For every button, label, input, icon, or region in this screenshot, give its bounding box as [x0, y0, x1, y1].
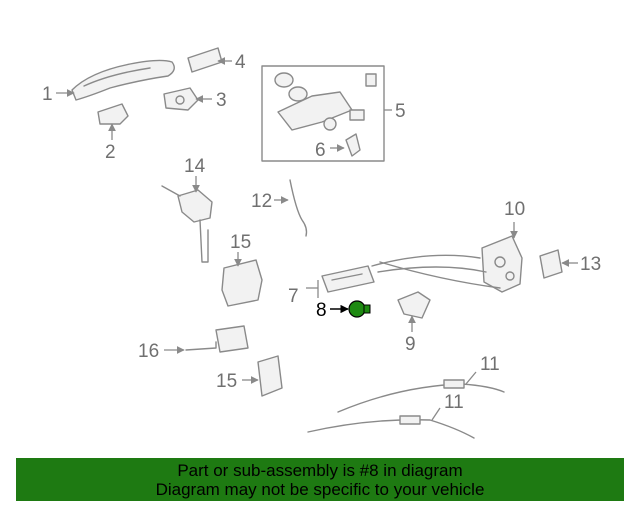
bracket-16: [257, 355, 283, 397]
callout-15: 15: [230, 232, 251, 253]
callout-5: 5: [395, 101, 406, 122]
callout-16: 15: [216, 371, 237, 392]
door-latch-10: [481, 235, 523, 293]
inside-handle-7: [321, 265, 375, 293]
callout-1: 1: [42, 84, 53, 105]
latch-cables: [371, 254, 501, 289]
callout-2: 2: [105, 142, 116, 163]
door-lock-assembly-14: [161, 185, 213, 263]
rod-12: [289, 179, 308, 237]
bracket-15: [221, 259, 263, 307]
callout-8: 8: [316, 300, 327, 321]
handle-bezel: [163, 87, 199, 111]
callout-11a: 11: [480, 354, 500, 375]
handle-cover: [187, 47, 223, 73]
screw-8-highlighted: [348, 300, 371, 318]
handle-cap: [97, 103, 129, 125]
info-banner: Part or sub-assembly is #8 in diagram Di…: [16, 458, 624, 501]
callout-10: 10: [504, 199, 525, 220]
lock-cylinder-set: [261, 65, 385, 162]
rod-assembly-17: [185, 325, 249, 353]
callout-14: 14: [184, 156, 206, 177]
striker-13: [539, 249, 563, 279]
callout-17: 16: [138, 341, 159, 362]
callout-3: 3: [216, 90, 227, 111]
outside-handle: [71, 59, 175, 101]
callout-4: 4: [235, 52, 246, 73]
cables-11: [307, 379, 505, 439]
callout-9: 9: [405, 334, 416, 355]
callout-13: 13: [580, 254, 601, 275]
callout-6: 6: [315, 140, 326, 161]
banner-line-1: Part or sub-assembly is #8 in diagram: [177, 461, 463, 480]
callout-7: 7: [288, 286, 299, 307]
callout-11b: 11: [444, 392, 464, 413]
callout-12: 12: [251, 191, 272, 212]
bezel-9: [397, 291, 431, 319]
banner-line-2: Diagram may not be specific to your vehi…: [155, 480, 485, 499]
